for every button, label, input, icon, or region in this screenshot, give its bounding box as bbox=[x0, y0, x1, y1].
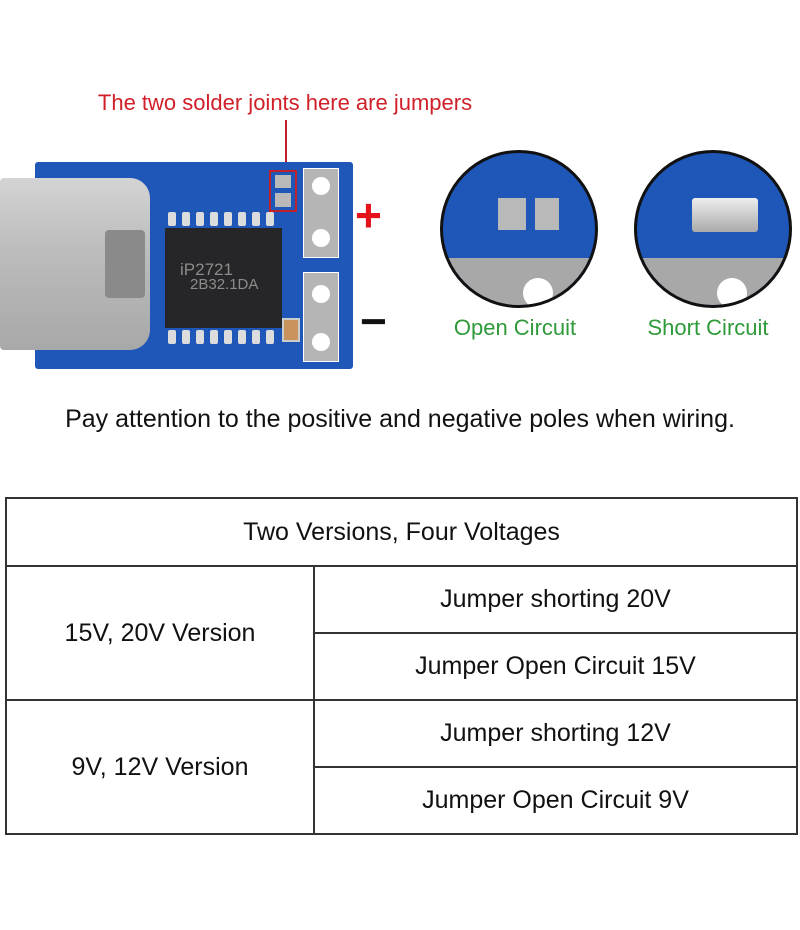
terminal-area bbox=[443, 258, 595, 305]
table-row: 9V, 12V Version Jumper shorting 12V bbox=[5, 699, 798, 835]
terminal-hole bbox=[717, 278, 747, 305]
option-cell: Jumper Open Circuit 15V bbox=[313, 632, 798, 701]
solder-bridge bbox=[692, 198, 758, 232]
table-row: 15V, 20V Version Jumper shorting 20V bbox=[5, 565, 798, 701]
short-circuit-caption: Short Circuit bbox=[647, 315, 769, 340]
terminal-hole bbox=[312, 285, 330, 303]
capacitor bbox=[282, 318, 300, 342]
chip-pin bbox=[266, 330, 274, 344]
positive-pole-label: + bbox=[355, 189, 382, 241]
option-cell: Jumper shorting 20V bbox=[313, 565, 798, 634]
jumper-highlight bbox=[269, 170, 297, 212]
version-cell: 15V, 20V Version bbox=[5, 565, 315, 701]
wiring-note: Pay attention to the positive and negati… bbox=[65, 405, 735, 433]
terminal-area bbox=[637, 258, 789, 305]
terminal-hole bbox=[523, 278, 553, 305]
chip-pin bbox=[196, 330, 204, 344]
chip-pin bbox=[238, 330, 246, 344]
chip-pin bbox=[252, 212, 260, 226]
chip-pin bbox=[168, 212, 176, 226]
usb-c-tab bbox=[105, 230, 145, 298]
chip-pin bbox=[224, 212, 232, 226]
chip-pin bbox=[210, 330, 218, 344]
chip-pin bbox=[196, 212, 204, 226]
chip-pin bbox=[252, 330, 260, 344]
negative-terminal bbox=[303, 272, 339, 362]
table-title: Two Versions, Four Voltages bbox=[5, 497, 798, 567]
chip-pin bbox=[224, 330, 232, 344]
ip2721-chip bbox=[165, 228, 282, 328]
version-cell: 9V, 12V Version bbox=[5, 699, 315, 835]
chip-pin bbox=[266, 212, 274, 226]
terminal-hole bbox=[312, 177, 330, 195]
chip-label: iP2721 bbox=[180, 260, 233, 279]
jumper-pad-top bbox=[275, 175, 291, 188]
table-row: Jumper Open Circuit 15V bbox=[6, 632, 798, 701]
option-cell: Jumper shorting 12V bbox=[313, 699, 798, 768]
table-header-row: Two Versions, Four Voltages bbox=[5, 497, 798, 567]
terminal-hole bbox=[312, 333, 330, 351]
open-circuit-caption: Open Circuit bbox=[453, 315, 577, 340]
short-circuit-magnifier bbox=[634, 150, 792, 308]
callout-pointer bbox=[285, 120, 287, 170]
positive-terminal bbox=[303, 168, 339, 258]
chip-code: 2B32.1DA bbox=[190, 276, 259, 293]
jumper-callout: The two solder joints here are jumpers bbox=[97, 90, 473, 115]
voltage-table: Two Versions, Four Voltages 15V, 20V Ver… bbox=[5, 497, 798, 835]
chip-pin bbox=[210, 212, 218, 226]
negative-pole-label: − bbox=[360, 295, 387, 347]
jumper-pad-bottom bbox=[275, 193, 291, 207]
terminal-hole bbox=[312, 229, 330, 247]
table-row: Jumper Open Circuit 9V bbox=[6, 766, 798, 835]
jumper-pad-right bbox=[535, 198, 559, 230]
option-cell: Jumper Open Circuit 9V bbox=[313, 766, 798, 835]
chip-pin bbox=[182, 330, 190, 344]
open-circuit-magnifier bbox=[440, 150, 598, 308]
chip-pin bbox=[182, 212, 190, 226]
chip-pin bbox=[168, 330, 176, 344]
jumper-pad-left bbox=[498, 198, 526, 230]
chip-pin bbox=[238, 212, 246, 226]
chip-marking: iP2721 2B32.1DA bbox=[180, 260, 259, 293]
